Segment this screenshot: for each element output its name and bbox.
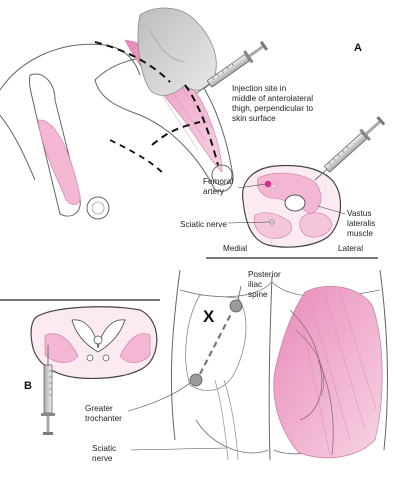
femoral-artery-label-2: artery	[203, 187, 225, 196]
pelvis-cross-section	[30, 306, 158, 380]
greater-trochanter-label-2: trochanter	[85, 414, 122, 423]
gloved-hand	[137, 7, 217, 96]
femur	[284, 194, 306, 212]
syringe-cross-section	[314, 116, 386, 181]
posterior-iliac-label-2: iliac	[248, 280, 262, 289]
dashed-line-leg	[184, 84, 219, 166]
gluteus-muscle	[273, 285, 383, 459]
greater-trochanter-label-1: Greater	[85, 404, 113, 413]
lateral-label: Lateral	[338, 244, 363, 253]
panel-b: B X Posterior iliac spine Greater trocha…	[0, 269, 388, 463]
posterior-iliac-spine-marker	[229, 299, 243, 313]
sciatic-nerve-dot	[269, 219, 275, 225]
posterior-iliac-label-3: spine	[248, 290, 268, 299]
injection-site-label-1: Injection site in	[232, 84, 287, 93]
syringe-thigh	[196, 40, 269, 94]
panel-a-letter: A	[354, 42, 362, 54]
panel-a: A Injection site in middle of anterolate…	[0, 7, 386, 259]
other-knee	[86, 196, 110, 220]
knee	[211, 164, 233, 186]
knee-outline	[29, 73, 81, 217]
vastus-label-2: lateralis	[347, 219, 375, 228]
dashed-line-upper	[94, 41, 171, 83]
dashed-line-lower	[151, 121, 201, 146]
injection-site-label-4: skin surface	[232, 114, 276, 123]
sciatic-nerve-label-b-1: Sciatic	[92, 444, 116, 453]
medial-label: Medial	[223, 244, 247, 253]
sciatic-nerve-label-a: Sciatic nerve	[180, 220, 227, 229]
posterior-iliac-label-1: Posterior	[248, 270, 281, 279]
femoral-artery-dot	[264, 180, 272, 188]
injection-site-label-3: thigh, perpendicular to	[232, 104, 313, 113]
greater-trochanter-marker	[189, 373, 203, 387]
left-ilium	[185, 294, 247, 391]
injection-site-label-2: middle of anterolateral	[232, 94, 313, 103]
trochanter-to-spine-line	[199, 311, 233, 375]
other-leg-muscle	[37, 119, 81, 205]
thigh-cross-section	[242, 164, 342, 248]
sciatic-nerve-label-b-2: nerve	[92, 454, 113, 463]
vastus-label-1: Vastus	[347, 209, 371, 218]
syringe-pelvis	[41, 345, 55, 435]
vastus-label-3: muscle	[347, 229, 373, 238]
panel-b-letter: B	[24, 380, 32, 392]
injection-x-mark: X	[203, 307, 215, 326]
femoral-artery-label-1: Femoral	[203, 177, 233, 186]
buttocks-outline	[170, 269, 388, 461]
